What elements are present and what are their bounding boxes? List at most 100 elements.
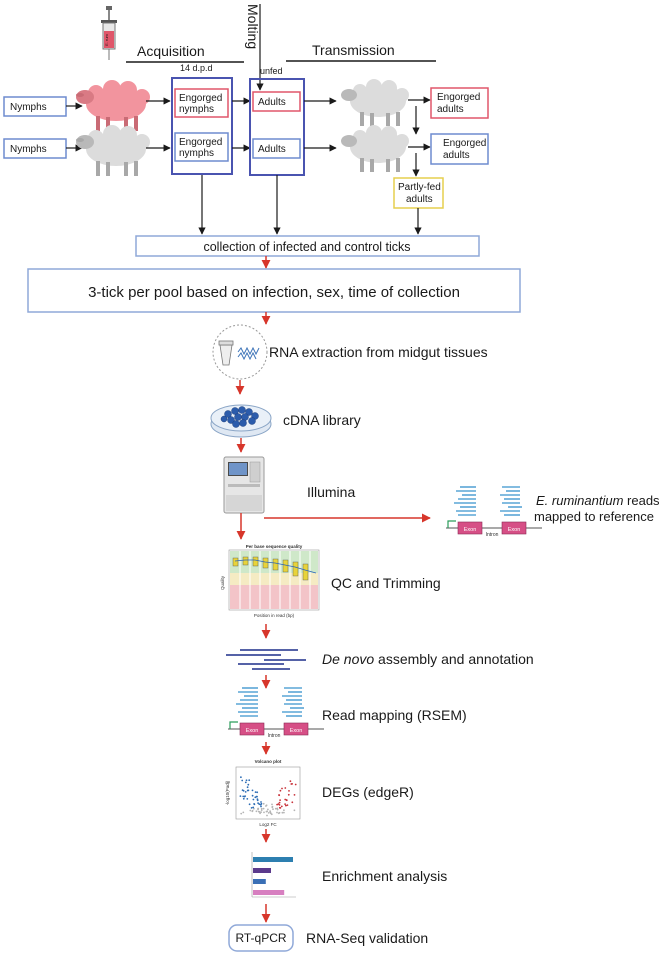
volcano-point bbox=[251, 794, 254, 797]
volcano-point bbox=[254, 791, 257, 793]
volcano-point bbox=[278, 806, 281, 809]
engorged-adults-label-2b: adults bbox=[443, 150, 470, 161]
syringe-label: E. rum bbox=[104, 33, 109, 45]
sequencer-icon bbox=[223, 456, 265, 514]
volcano-point bbox=[269, 812, 272, 815]
transmission-label: Transmission bbox=[312, 42, 395, 58]
rna-extraction-label: RNA extraction from midgut tissues bbox=[269, 344, 488, 360]
enrichment-bar-0 bbox=[253, 857, 293, 862]
volcano-point bbox=[284, 787, 287, 789]
denovo-label: De novo assembly and annotation bbox=[322, 651, 534, 667]
volcano-point bbox=[256, 795, 258, 798]
volcano-point bbox=[241, 789, 244, 791]
syringe-icon bbox=[101, 6, 117, 60]
volcano-point bbox=[253, 803, 256, 805]
volcano-point bbox=[277, 803, 280, 805]
main-promoter-arrow-icon bbox=[229, 721, 238, 729]
volcano-point bbox=[259, 812, 261, 815]
volcano-point bbox=[255, 810, 258, 813]
rtqpcr-label: RT-qPCR bbox=[235, 931, 286, 945]
partly-fed-adults-box bbox=[393, 177, 444, 209]
partly-fed-label-b: adults bbox=[406, 194, 433, 205]
volcano-point bbox=[267, 812, 270, 814]
volcano-point bbox=[279, 789, 282, 792]
side-exon-right-label: Exon bbox=[508, 527, 521, 533]
adults-box-infected bbox=[252, 91, 301, 112]
pooling-box bbox=[27, 268, 521, 313]
acquisition-label: Acquisition bbox=[137, 43, 205, 59]
volcano-point bbox=[251, 809, 254, 812]
volcano-point bbox=[256, 799, 259, 802]
adults-label-2: Adults bbox=[258, 144, 286, 155]
engorged-nymphs-box-infected bbox=[174, 88, 229, 118]
volcano-point bbox=[260, 811, 262, 813]
volcano-point bbox=[248, 779, 251, 782]
volcano-point bbox=[285, 804, 287, 807]
volcano-point bbox=[251, 789, 254, 792]
volcano-ylabel: -log10(Padj) bbox=[225, 780, 230, 805]
volcano-point bbox=[288, 790, 290, 792]
volcano-point bbox=[262, 802, 265, 805]
volcano-point bbox=[248, 803, 251, 806]
volcano-point bbox=[280, 805, 283, 808]
volcano-point bbox=[257, 807, 259, 810]
volcano-point bbox=[246, 798, 249, 800]
unfed-label: unfed bbox=[260, 66, 283, 76]
volcano-point bbox=[241, 779, 244, 782]
engorged-nymphs-label-1b: nymphs bbox=[179, 104, 214, 115]
engorged-adults-box-control bbox=[430, 133, 489, 165]
volcano-point bbox=[283, 811, 285, 814]
volcano-point bbox=[239, 795, 242, 797]
qc-plot-icon bbox=[228, 549, 320, 611]
volcano-point bbox=[260, 809, 263, 811]
volcano-point bbox=[258, 803, 261, 806]
side-exon-right bbox=[501, 521, 527, 535]
volcano-point bbox=[291, 801, 294, 804]
enrichment-label: Enrichment analysis bbox=[322, 868, 447, 884]
main-exon-right bbox=[283, 722, 309, 736]
denovo-rest: assembly and annotation bbox=[374, 651, 534, 667]
volcano-point bbox=[254, 796, 257, 799]
volcano-point bbox=[266, 810, 269, 813]
volcano-point bbox=[283, 809, 285, 812]
rtqpcr-box bbox=[228, 924, 294, 952]
volcano-point bbox=[271, 803, 273, 806]
volcano-point bbox=[260, 807, 263, 810]
volcano-point bbox=[252, 806, 255, 809]
main-intron-label: Intron bbox=[268, 733, 281, 739]
volcano-plot-icon bbox=[235, 766, 301, 820]
volcano-point bbox=[277, 812, 280, 815]
volcano-point bbox=[256, 791, 259, 794]
adults-box-control bbox=[252, 138, 301, 159]
side-intron-label: Intron bbox=[486, 532, 499, 538]
degs-label: DEGs (edgeR) bbox=[322, 784, 414, 800]
er-reads-label: E. ruminantium reads bbox=[536, 493, 660, 508]
adults-label-1: Adults bbox=[258, 97, 286, 108]
volcano-point bbox=[266, 814, 268, 817]
main-exon-right-label: Exon bbox=[290, 728, 303, 734]
er-species-label: E. ruminantium bbox=[536, 493, 624, 508]
main-exon-left bbox=[239, 722, 265, 736]
volcano-frame bbox=[235, 766, 301, 820]
side-promoter-arrow-icon bbox=[447, 520, 456, 528]
collection-box bbox=[135, 235, 480, 257]
illumina-label: Illumina bbox=[307, 484, 355, 500]
volcano-point bbox=[272, 808, 274, 811]
qc-plot-ylabel: Quality bbox=[220, 575, 225, 590]
volcano-point bbox=[274, 807, 277, 810]
sheep-icon-transmission-1 bbox=[341, 79, 409, 126]
engorged-nymphs-label-1a: Engorged bbox=[179, 93, 222, 104]
volcano-xlabel: Log2 FC bbox=[259, 822, 277, 827]
petri-dish-icon bbox=[210, 404, 272, 438]
volcano-point bbox=[267, 808, 269, 811]
volcano-point bbox=[257, 810, 260, 813]
volcano-point bbox=[247, 789, 250, 792]
enrichment-bar-1 bbox=[253, 868, 271, 873]
volcano-point bbox=[250, 807, 253, 809]
qc-plot-title: Per base sequence quality bbox=[246, 544, 303, 549]
sheep-icon-transmission-2 bbox=[341, 125, 409, 172]
nymphs-label-1: Nymphs bbox=[10, 102, 47, 113]
engorged-nymphs-box-control bbox=[174, 132, 229, 162]
volcano-point bbox=[260, 805, 262, 808]
